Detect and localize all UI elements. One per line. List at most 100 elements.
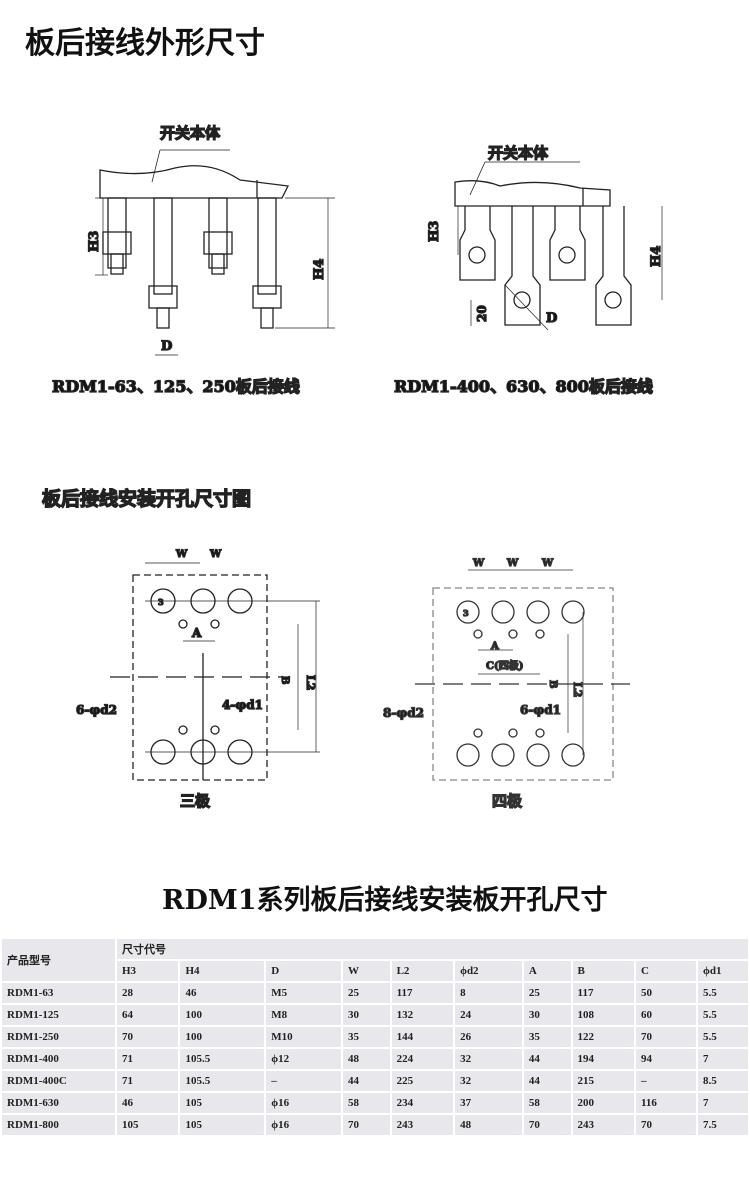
value-cell: 71 bbox=[114, 1069, 181, 1093]
value-cell: 117 bbox=[389, 981, 456, 1005]
value-cell: 60 bbox=[634, 1003, 698, 1027]
b-label: B bbox=[547, 680, 558, 688]
column-header: B bbox=[570, 959, 637, 983]
column-header: A bbox=[521, 959, 573, 983]
value-cell: 28 bbox=[114, 981, 181, 1005]
w-label: W bbox=[506, 558, 519, 569]
value-cell: 200 bbox=[570, 1091, 637, 1115]
group-header: 尺寸代号 bbox=[115, 937, 750, 961]
model-cell: RDM1-800 bbox=[0, 1113, 117, 1137]
column-header: ϕd1 bbox=[696, 959, 750, 983]
value-cell: 30 bbox=[340, 1003, 392, 1027]
value-cell: 108 bbox=[570, 1003, 637, 1027]
w-label: W bbox=[209, 549, 222, 560]
value-cell: 100 bbox=[178, 1003, 267, 1027]
value-cell: 194 bbox=[570, 1047, 637, 1071]
four-pole-cutout: W W W A C(四极) B L2 3 8-φd2 6-φd1 四极 bbox=[382, 557, 630, 811]
value-cell: 144 bbox=[389, 1025, 456, 1049]
value-cell: 50 bbox=[634, 981, 698, 1005]
value-cell: – bbox=[634, 1069, 698, 1093]
a-label: A bbox=[490, 641, 499, 652]
value-cell: 35 bbox=[340, 1025, 392, 1049]
page-title: 板后接线外形尺寸 bbox=[25, 26, 265, 61]
value-cell: 7 bbox=[696, 1091, 750, 1115]
value-cell: 7 bbox=[696, 1047, 750, 1071]
value-cell: 58 bbox=[521, 1091, 573, 1115]
model-cell: RDM1-400C bbox=[0, 1069, 117, 1093]
column-header: C bbox=[634, 959, 698, 983]
value-cell: 26 bbox=[453, 1025, 524, 1049]
value-cell: 70 bbox=[114, 1025, 181, 1049]
model-cell: RDM1-63 bbox=[0, 981, 117, 1005]
stud bbox=[252, 197, 282, 329]
value-cell: ϕ16 bbox=[264, 1091, 343, 1115]
value-cell: 48 bbox=[340, 1047, 392, 1071]
value-cell: 44 bbox=[521, 1047, 573, 1071]
value-cell: 5.5 bbox=[696, 1003, 750, 1027]
value-cell: 48 bbox=[453, 1113, 524, 1137]
h4-label: H4 bbox=[312, 259, 327, 280]
b-label: B bbox=[279, 676, 290, 684]
l2-label: L2 bbox=[304, 675, 317, 690]
dim-3-label: 3 bbox=[463, 608, 469, 618]
value-cell: 224 bbox=[389, 1047, 456, 1071]
column-header: L2 bbox=[389, 959, 456, 983]
model-cell: RDM1-400 bbox=[0, 1047, 117, 1071]
model-header: 产品型号 bbox=[0, 937, 117, 983]
value-cell: 100 bbox=[178, 1025, 267, 1049]
value-cell: 70 bbox=[521, 1113, 573, 1137]
value-cell: 32 bbox=[453, 1069, 524, 1093]
value-cell: 243 bbox=[570, 1113, 637, 1137]
w-label: W bbox=[175, 549, 188, 560]
value-cell: 46 bbox=[178, 981, 267, 1005]
caption: RDM1-400、630、800板后接线 bbox=[394, 377, 653, 396]
value-cell: 44 bbox=[521, 1069, 573, 1093]
h4-label: H4 bbox=[649, 246, 664, 267]
model-cell: RDM1-125 bbox=[0, 1003, 117, 1027]
stud bbox=[102, 197, 132, 275]
d2-label: 8-φd2 bbox=[383, 706, 424, 720]
model-cell: RDM1-250 bbox=[0, 1025, 117, 1049]
value-cell: 116 bbox=[634, 1091, 698, 1115]
value-cell: 234 bbox=[389, 1091, 456, 1115]
w-label: W bbox=[472, 558, 485, 569]
value-cell: 7.5 bbox=[696, 1113, 750, 1137]
d1-label: 6-φd1 bbox=[520, 703, 561, 717]
three-pole-cutout: W W A B L2 3 6-φd2 4-φd1 三极 bbox=[75, 548, 320, 811]
d-label: D bbox=[161, 339, 172, 354]
value-cell: 25 bbox=[521, 981, 573, 1005]
rear-wiring-diagram-large: 开关本体 H3 H4 20 D RDM1-400、630、800板后接线 bbox=[393, 143, 664, 396]
body-label: 开关本体 bbox=[160, 124, 221, 142]
value-cell: 37 bbox=[453, 1091, 524, 1115]
value-cell: 24 bbox=[453, 1003, 524, 1027]
value-cell: 105.5 bbox=[178, 1047, 267, 1071]
value-cell: – bbox=[264, 1069, 343, 1093]
value-cell: 8.5 bbox=[696, 1069, 750, 1093]
value-cell: 58 bbox=[340, 1091, 392, 1115]
value-cell: 105 bbox=[114, 1113, 181, 1137]
column-header: W bbox=[340, 959, 392, 983]
table-header-row: 产品型号 尺寸代号 bbox=[0, 937, 750, 983]
stud bbox=[148, 197, 178, 329]
value-cell: 122 bbox=[570, 1025, 637, 1049]
value-cell: 30 bbox=[521, 1003, 573, 1027]
d-label: D bbox=[546, 311, 557, 326]
value-cell: 132 bbox=[389, 1003, 456, 1027]
diagrams: 开关本体 H3 H4 D RDM1-63、125、250板后接线 开关本体 H3… bbox=[41, 123, 664, 811]
column-header: ϕd2 bbox=[453, 959, 524, 983]
value-cell: 70 bbox=[340, 1113, 392, 1137]
w-label: W bbox=[541, 558, 554, 569]
section-title: 板后接线安装开孔尺寸图 bbox=[42, 487, 251, 510]
h3-label: H3 bbox=[87, 231, 102, 252]
body-label: 开关本体 bbox=[488, 144, 549, 162]
value-cell: M8 bbox=[264, 1003, 343, 1027]
column-header: D bbox=[264, 959, 343, 983]
d1-label: 4-φd1 bbox=[222, 698, 263, 712]
